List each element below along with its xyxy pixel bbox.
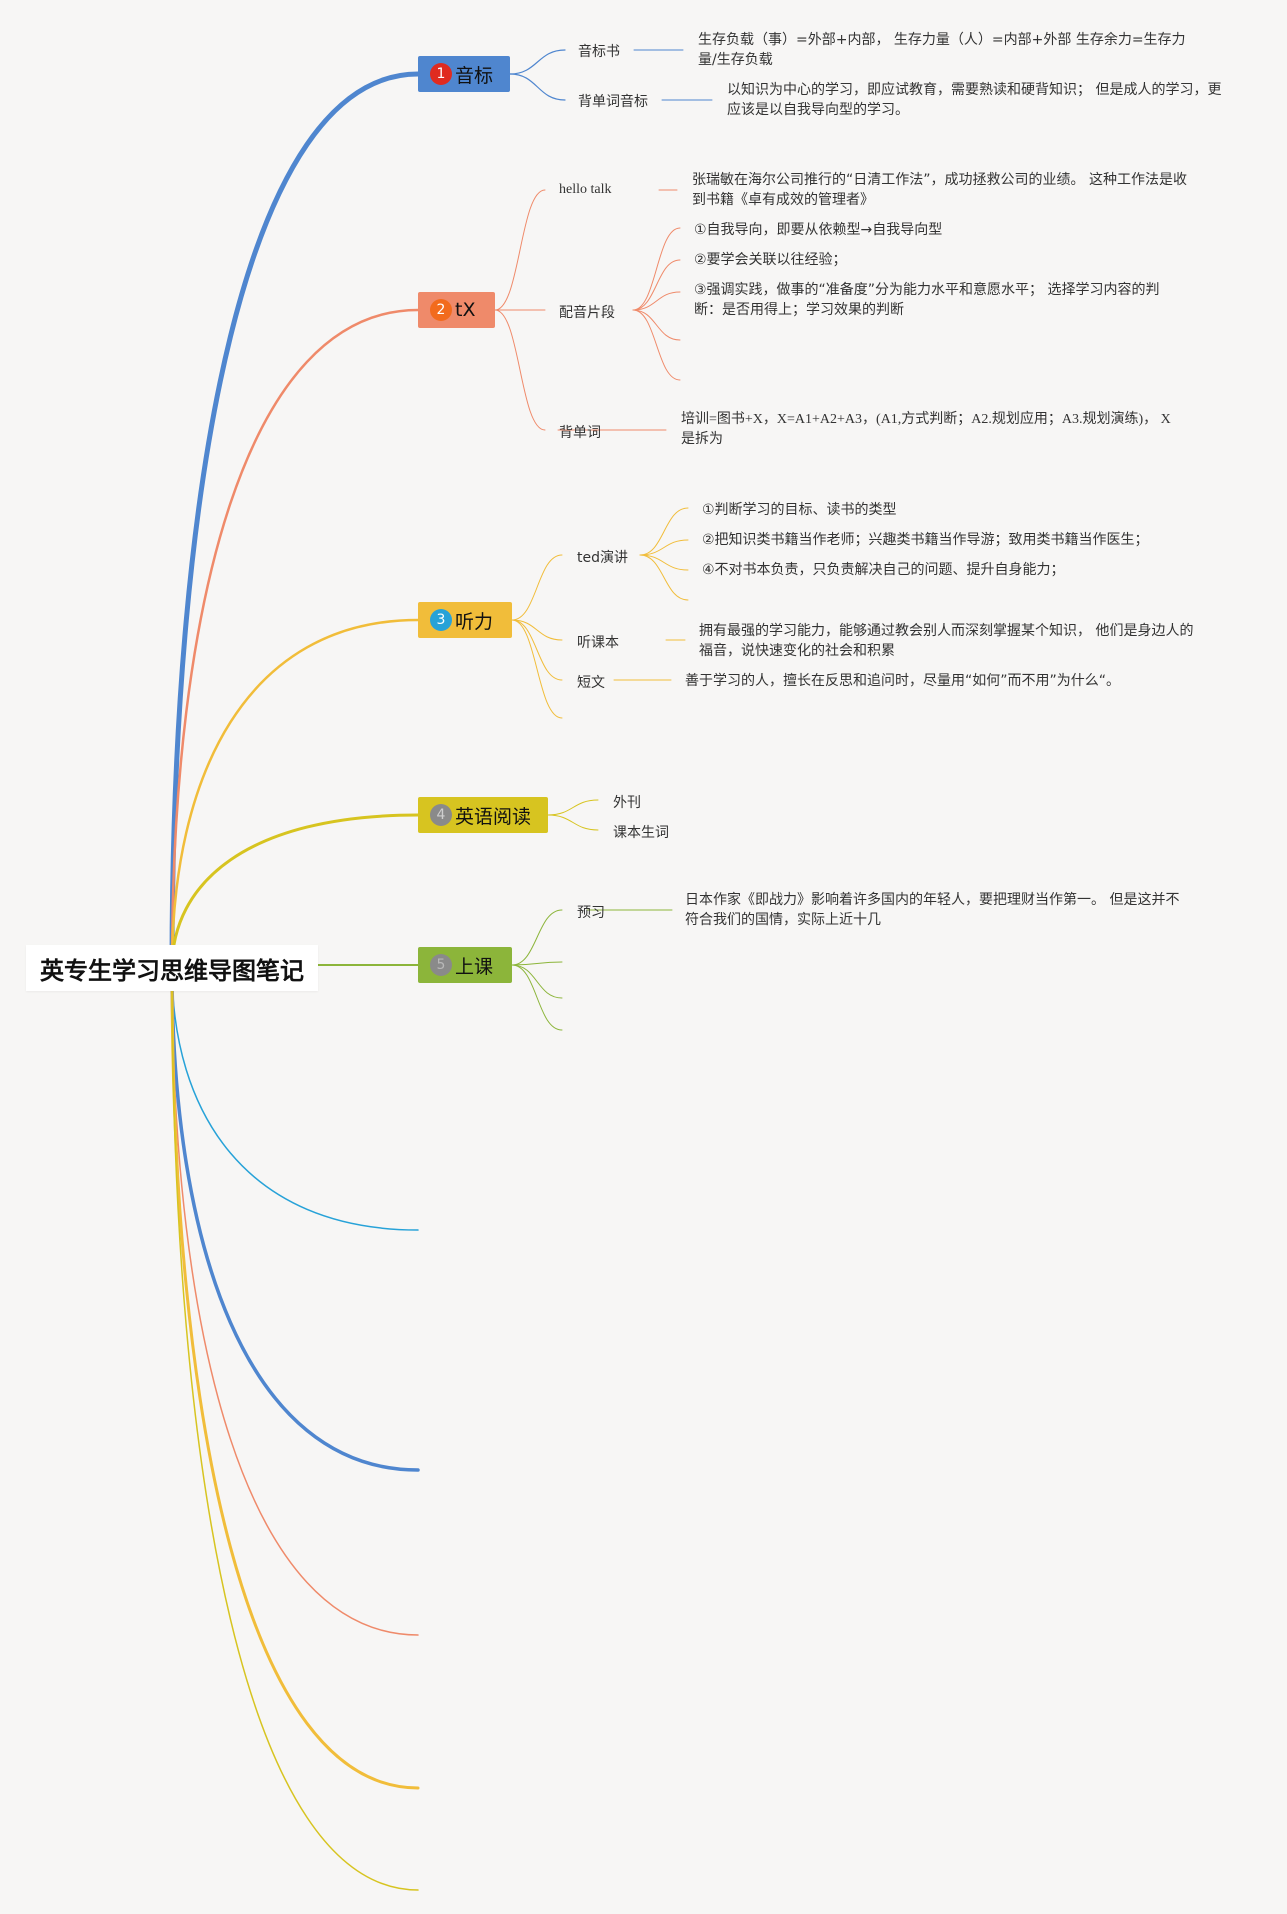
root-to-branch-4	[170, 813, 420, 970]
branch-1-sub-1[interactable]: 音标书	[578, 44, 620, 60]
branch-2-label: tX	[455, 299, 476, 321]
root-to-branch-2	[170, 308, 420, 970]
connector-9	[632, 227, 681, 311]
connector-26	[511, 909, 563, 966]
branch-4-sub-2[interactable]: 课本生词	[613, 825, 669, 841]
branch-3-sub-3[interactable]: 短文	[577, 675, 605, 691]
branch-2-sub-3[interactable]: 背单词	[559, 425, 601, 441]
branch-4-label: 英语阅读	[455, 805, 532, 828]
connector-21	[639, 554, 689, 601]
branch-2-item-2: ②要学会关联以往经验；	[694, 252, 847, 268]
branch-2-item-1: ①自我导向，即要从依赖型→自我导向型	[694, 222, 943, 238]
branch-1-label: 音标	[455, 64, 494, 87]
branch-2-note-1: 张瑞敏在海尔公司推行的“日清工作法”，成功拯救公司的业绩。 这种工作法是收到书籍…	[692, 172, 1187, 208]
connector-13	[632, 309, 681, 381]
connector-14	[511, 554, 563, 621]
number-badge-3: 3	[430, 609, 452, 631]
connector-20	[639, 554, 689, 571]
root-to-branch-1	[169, 71, 421, 971]
branch-3-item-3: ④不对书本负责，只负责解决自己的问题、提升自身能力；	[702, 562, 1065, 578]
connector-17	[511, 619, 563, 719]
connector-1	[509, 73, 566, 101]
connector-10	[632, 259, 681, 311]
branch-5-topic[interactable]: 5 上课	[418, 947, 512, 983]
connector-24	[547, 799, 599, 816]
branch-3-item-2: ②把知识类书籍当作老师；兴趣类书籍当作导游；致用类书籍当作医生；	[702, 532, 1149, 548]
branch-2-note-3: 培训=图书+X，X=A1+A2+A3，(A1,方式判断；A2.规划应用；A3.规…	[681, 412, 1171, 447]
connector-28	[511, 964, 563, 999]
root-to-empty-3	[171, 967, 419, 1636]
branch-2-sub-1[interactable]: hello talk	[559, 182, 612, 197]
root-topic[interactable]: 英专生学习思维导图笔记	[26, 945, 318, 991]
connector-29	[511, 964, 563, 1031]
branch-3-sub-2[interactable]: 听课本	[577, 635, 619, 651]
root-to-empty-5	[171, 967, 419, 1891]
connector-19	[639, 539, 689, 556]
connector-27	[511, 961, 563, 966]
branch-2-topic[interactable]: 2 tX	[418, 292, 495, 328]
branch-3-note-2: 拥有最强的学习能力，能够通过教会别人而深刻掌握某个知识， 他们是身边人的福音，说…	[699, 623, 1194, 659]
branch-3-item-1: ①判断学习的目标、读书的类型	[702, 502, 897, 518]
connector-16	[511, 619, 563, 681]
connector-12	[632, 309, 681, 341]
connector-0	[509, 49, 566, 75]
connector-25	[547, 814, 599, 831]
connector-11	[632, 291, 681, 311]
branch-3-sub-1[interactable]: ted演讲	[577, 550, 628, 566]
number-badge-2: 2	[430, 299, 452, 321]
branch-5-note-1: 日本作家《即战力》影响着许多国内的年轻人，要把理财当作第一。 但是这并不符合我们…	[685, 892, 1180, 928]
number-badge-5: 5	[430, 954, 452, 976]
connector-6	[494, 309, 546, 431]
number-badge-4: 4	[430, 804, 452, 826]
branch-1-note-2: 以知识为中心的学习，即应试教育，需要熟读和硬背知识； 但是成人的学习，更应该是以…	[727, 82, 1222, 118]
root-to-empty-2	[170, 966, 420, 1472]
root-to-empty-4	[170, 966, 420, 1790]
branch-3-topic[interactable]: 3 听力	[418, 602, 512, 638]
branch-4-sub-1[interactable]: 外刊	[613, 795, 641, 811]
branch-2-item-3: ③强调实践，做事的“准备度”分为能力水平和意愿水平； 选择学习内容的判断：是否用…	[694, 282, 1160, 318]
branch-4-topic[interactable]: 4 英语阅读	[418, 797, 548, 833]
root-to-branch-3	[170, 618, 420, 970]
branch-3-label: 听力	[455, 610, 494, 633]
connector-18	[639, 507, 689, 556]
root-title: 英专生学习思维导图笔记	[40, 956, 304, 985]
connector-15	[511, 619, 563, 641]
branch-1-note-1: 生存负载（事）=外部+内部， 生存力量（人）=内部+外部 生存余力=生存力量/生…	[698, 32, 1186, 68]
branch-1-topic[interactable]: 1 音标	[418, 56, 510, 92]
connector-4	[494, 189, 546, 311]
root-to-empty-1	[171, 967, 419, 1231]
number-badge-1: 1	[430, 63, 452, 85]
branch-1-sub-2[interactable]: 背单词音标	[578, 94, 648, 110]
branch-5-label: 上课	[455, 955, 494, 978]
branch-2-sub-2[interactable]: 配音片段	[559, 305, 615, 321]
branch-3-note-3: 善于学习的人，擅长在反思和追问时，尽量用“如何”而不用”为什么“。	[685, 673, 1121, 689]
branch-5-sub-1[interactable]: 预习	[577, 905, 605, 921]
